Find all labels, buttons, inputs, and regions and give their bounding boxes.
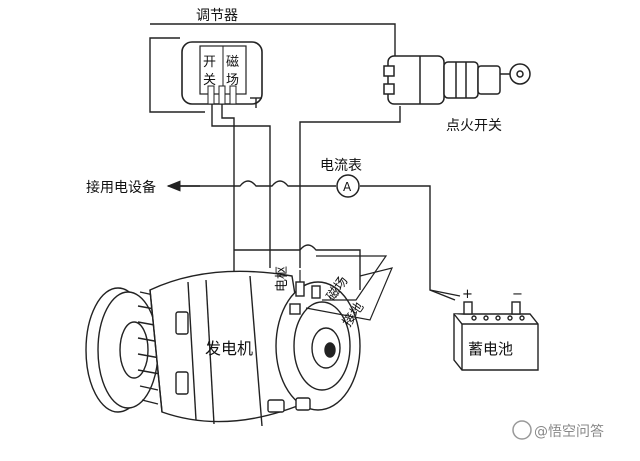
- regulator-switch-text-1: 开: [203, 55, 216, 70]
- generator-label: 发电机: [205, 339, 253, 358]
- watermark-text: @悟空问答: [534, 423, 604, 440]
- wire-ignition-down: [299, 106, 401, 268]
- ignition-cap: [477, 65, 501, 95]
- ignition-label: 点火开关: [446, 118, 502, 134]
- regulator-terminal-3: [229, 85, 237, 105]
- ammeter-label: 电流表: [320, 158, 362, 174]
- ignition-body: [387, 55, 445, 105]
- watermark-icon: [512, 420, 532, 440]
- terminal-ground: [289, 303, 301, 315]
- wire-regulator-to-ignition: [149, 37, 205, 113]
- ammeter: A 电流表: [320, 158, 362, 198]
- battery-plus: +: [462, 287, 473, 302]
- wire-top-bus: [150, 23, 396, 58]
- wire-load-bus: [170, 180, 336, 187]
- battery-body: [453, 313, 539, 371]
- regulator-terminal-2: [218, 85, 226, 105]
- battery-minus: −: [512, 287, 523, 302]
- pulley-hub: [119, 321, 149, 379]
- regulator-field-text-2: 场: [226, 73, 239, 88]
- regulator-switch-text-2: 关: [203, 73, 216, 88]
- regulator: 调节器 开 关 磁 场: [181, 8, 263, 108]
- regulator-terminal-1: [207, 85, 215, 105]
- ignition-terminal-b: [383, 83, 395, 95]
- battery: [453, 301, 539, 371]
- wire-lower-bus: [234, 244, 361, 290]
- wire-regulator-arm: [211, 104, 271, 268]
- callout-lines: [299, 255, 394, 321]
- wires: [149, 23, 461, 301]
- ignition-neck: [443, 61, 479, 99]
- regulator-field-text-1: 磁: [226, 55, 239, 70]
- shaft: [324, 342, 336, 358]
- ignition-terminal-a: [383, 65, 395, 77]
- terminal-field: [311, 285, 321, 299]
- terminal-armature: [295, 281, 305, 297]
- wire-battery-positive: [429, 289, 461, 297]
- watermark: @悟空问答: [512, 420, 604, 440]
- ammeter-symbol: A: [343, 180, 352, 194]
- ignition-switch: [383, 55, 531, 105]
- battery-label: 蓄电池: [468, 340, 513, 358]
- ammeter-circle: [336, 174, 360, 198]
- generator: [85, 270, 361, 427]
- battery-post-negative: [511, 301, 521, 315]
- load-label: 接用电设备: [86, 179, 156, 196]
- wire-ammeter-right: [360, 185, 456, 301]
- battery-post-positive: [463, 301, 473, 315]
- wire-regulator-field: [221, 104, 235, 300]
- regulator-label: 调节器: [196, 8, 238, 24]
- armature-label: 电枢: [275, 266, 290, 292]
